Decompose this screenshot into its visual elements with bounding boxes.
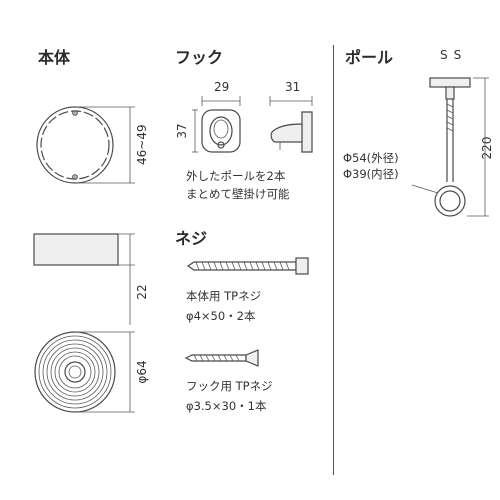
body-height-dimension: 22 xyxy=(135,284,149,300)
body-base-view xyxy=(34,331,135,413)
body-base-diameter-dimension: φ64 xyxy=(135,360,149,384)
hook-front-view xyxy=(192,96,241,153)
screw-body-drawing xyxy=(186,257,309,275)
pole-size-code: SS xyxy=(440,48,468,62)
pole-outer-diameter: Φ54(外径) xyxy=(343,151,399,165)
pole-inner-diameter: Φ39(内径) xyxy=(343,167,399,181)
pole-drawing xyxy=(411,77,489,217)
screw-hook-spec: φ3.5×30・1本 xyxy=(186,399,267,413)
section-divider xyxy=(333,45,334,475)
screw-hook-drawing xyxy=(184,349,259,367)
section-title-pole: ポール xyxy=(345,48,394,67)
pole-length: 220 xyxy=(480,136,494,160)
hook-note-line2: まとめて壁掛け可能 xyxy=(186,187,290,201)
hook-front-width: 29 xyxy=(214,80,230,94)
body-top-view xyxy=(36,106,135,184)
body-side-view xyxy=(33,233,135,325)
hook-height: 37 xyxy=(175,123,189,139)
hook-side-view xyxy=(269,96,313,153)
body-diameter-dimension: 46~49 xyxy=(135,124,149,165)
screw-hook-label: フック用 TPネジ xyxy=(186,379,273,393)
section-title-hook: フック xyxy=(175,48,224,67)
section-title-body: 本体 xyxy=(38,48,71,67)
hook-side-width: 31 xyxy=(285,80,301,94)
section-title-screw: ネジ xyxy=(175,229,208,248)
screw-body-spec: φ4×50・2本 xyxy=(186,309,256,323)
screw-body-label: 本体用 TPネジ xyxy=(186,289,262,303)
hook-note-line1: 外したポールを2本 xyxy=(186,169,286,183)
